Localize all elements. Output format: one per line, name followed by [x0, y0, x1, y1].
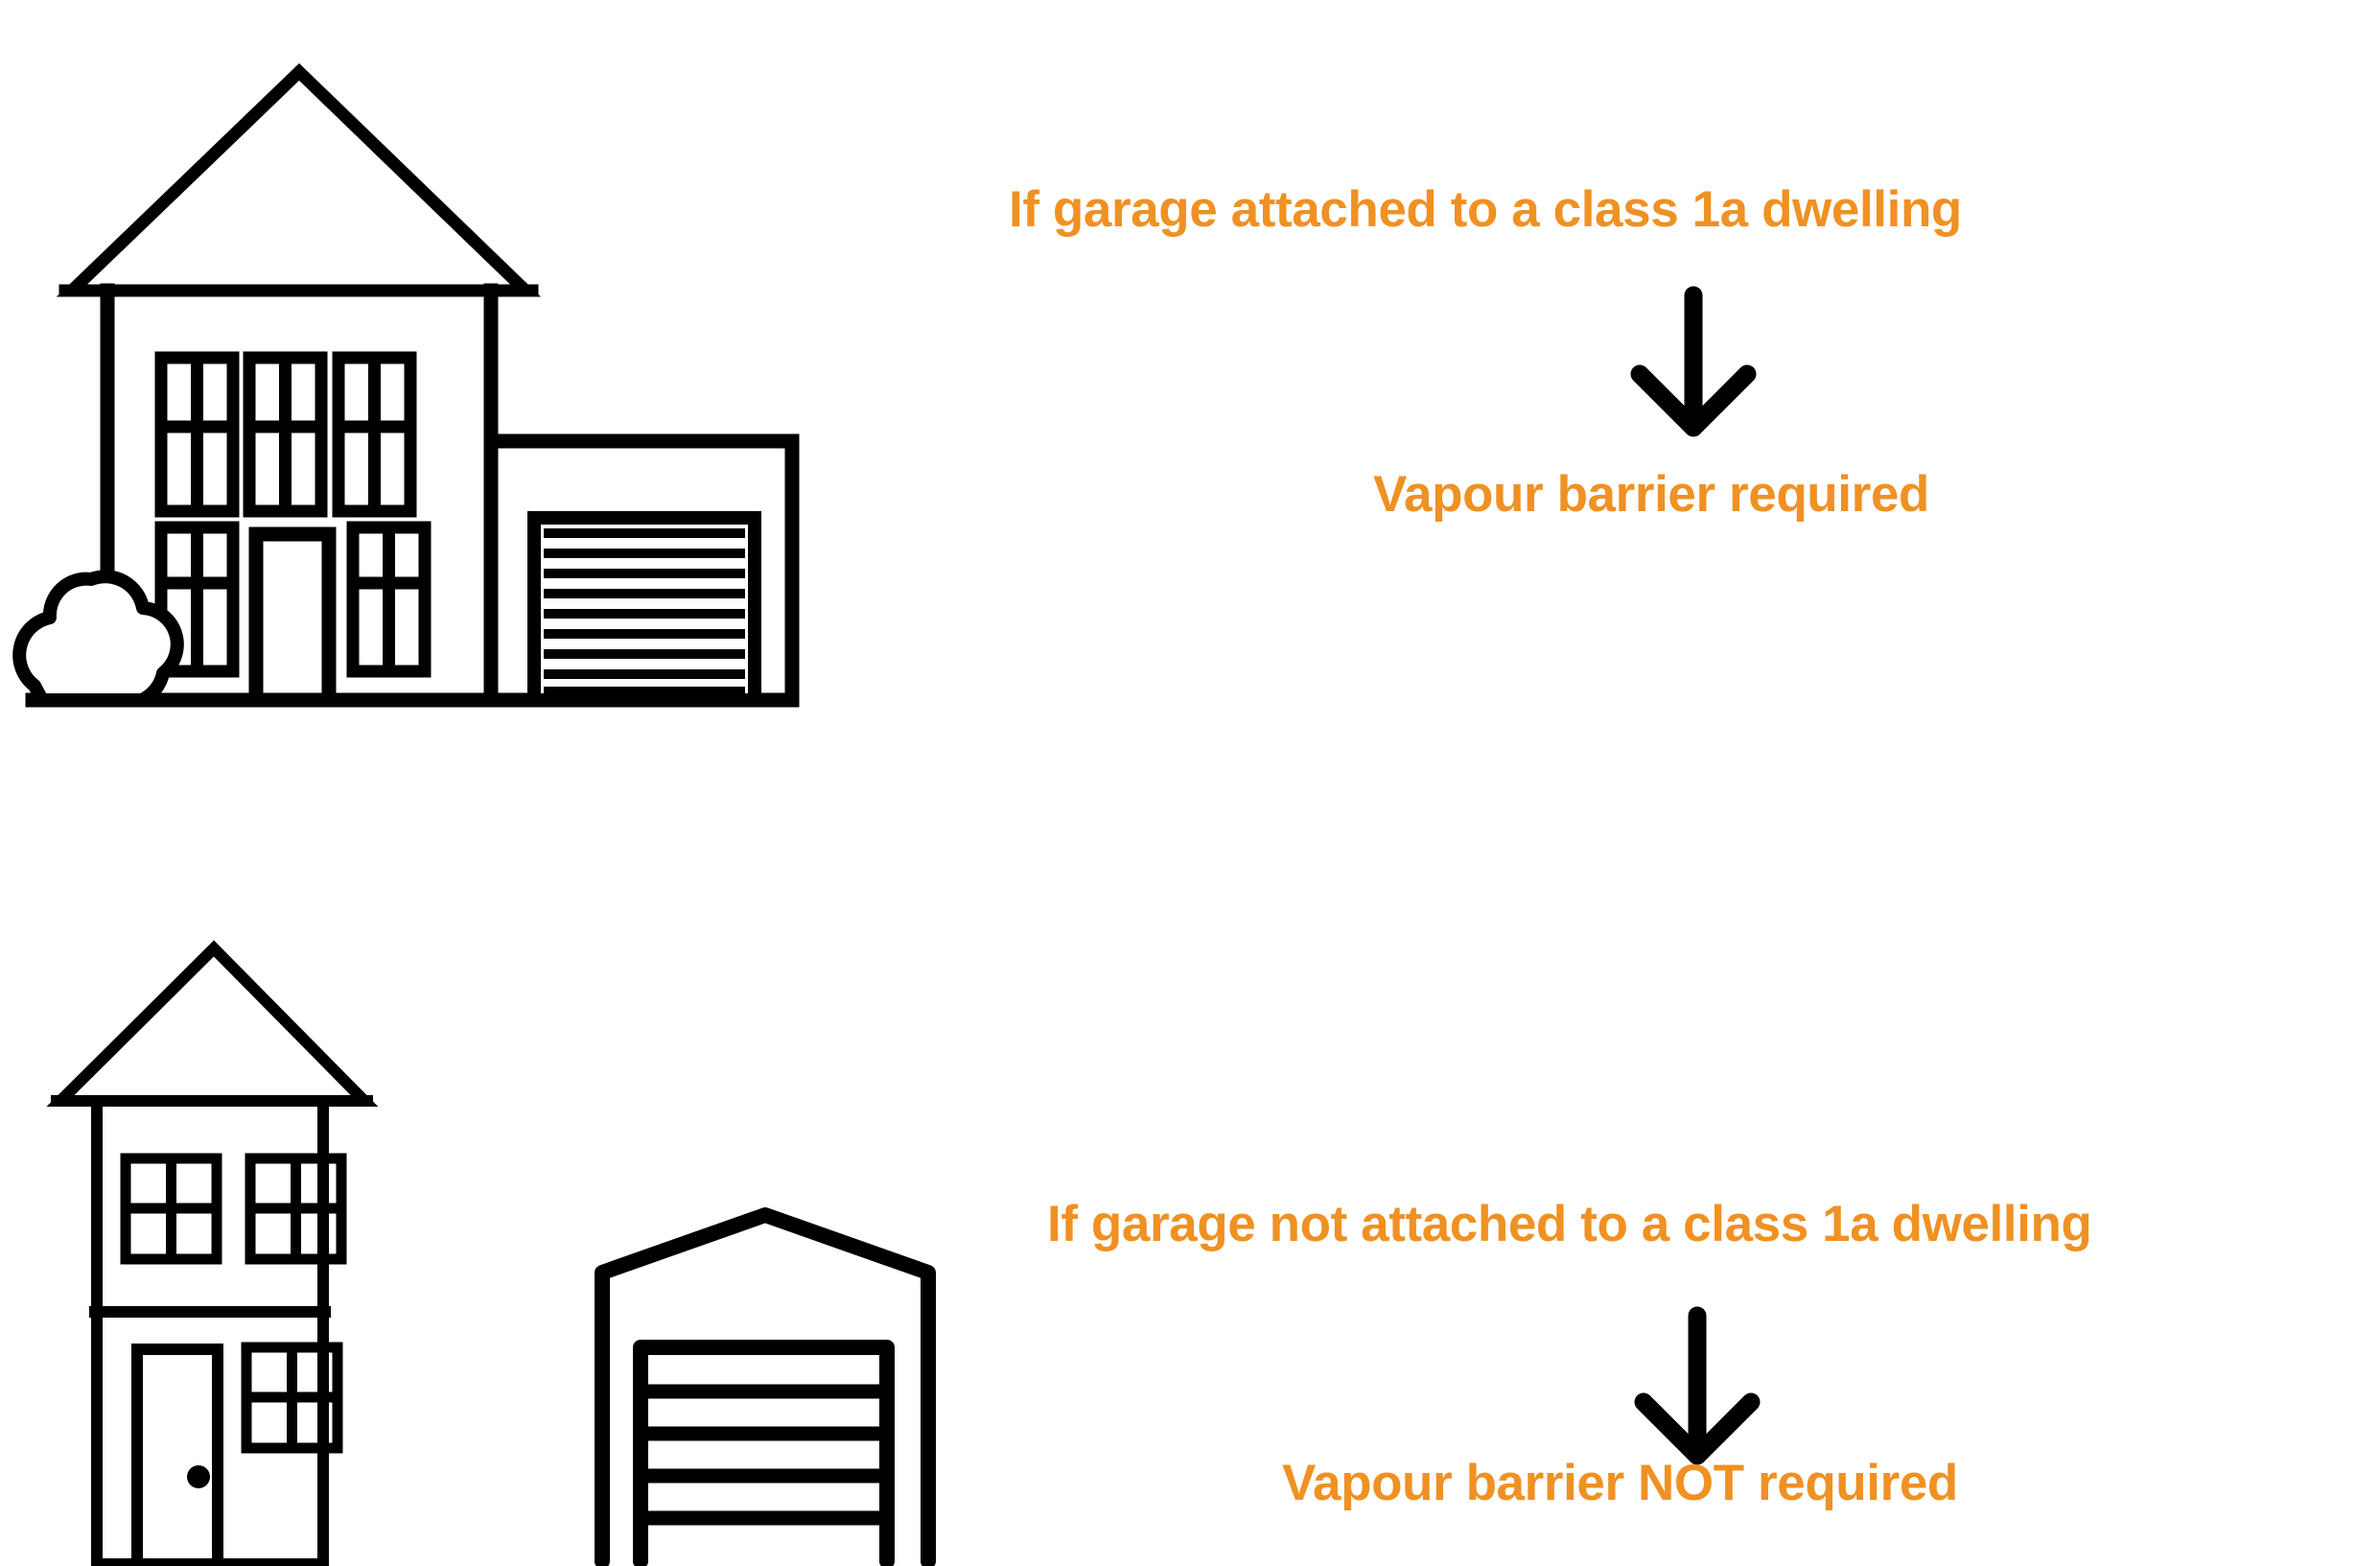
arrow-down-icon	[1621, 1306, 1774, 1469]
attached-condition-label: If garage attached to a class 1a dwellin…	[1009, 181, 1962, 238]
ground-floor-window	[241, 1342, 343, 1454]
attached-result-label: Vapour barrier required	[1373, 466, 1929, 523]
garage-shell-outline	[595, 1207, 936, 1566]
detached-condition-label: If garage not attached to a class 1a dwe…	[1047, 1196, 2092, 1252]
front-door-icon	[248, 526, 337, 708]
ground-floor-window	[346, 521, 432, 678]
upper-floor-window	[120, 1153, 222, 1265]
garage-roller-door-icon	[633, 1340, 895, 1566]
detached-garage-illustration	[575, 1204, 959, 1566]
bush-icon	[12, 570, 184, 707]
arrow-down-icon	[1617, 286, 1770, 441]
house-detached-illustration	[46, 935, 379, 1566]
front-door-icon	[131, 1344, 223, 1566]
upper-floor-window	[243, 351, 328, 518]
door-knob-icon	[187, 1465, 210, 1488]
ground-floor-window	[154, 521, 240, 678]
gable-roof-icon	[46, 940, 379, 1107]
upper-floor-window	[245, 1153, 347, 1265]
upper-floor-window	[154, 351, 240, 518]
attached-garage-outline	[483, 433, 800, 708]
upper-floor-window	[332, 351, 417, 518]
gable-roof-icon	[56, 62, 542, 297]
detached-result-label: Vapour barrier NOT required	[1282, 1455, 1958, 1511]
house-with-attached-garage-illustration	[12, 43, 815, 714]
garage-roller-door-icon	[527, 511, 761, 707]
